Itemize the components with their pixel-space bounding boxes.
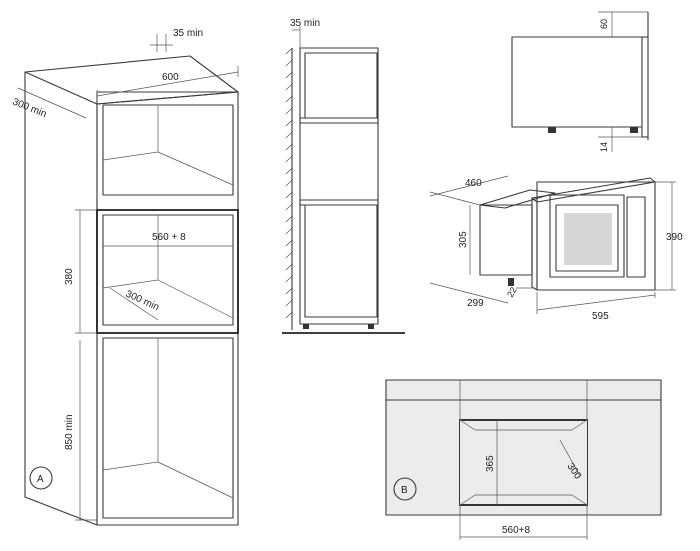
upper-compartment bbox=[102, 104, 234, 196]
label-opening-height: 380 bbox=[64, 268, 75, 285]
cabinet-front bbox=[96, 91, 239, 526]
label-oven-depth: 460 bbox=[465, 178, 482, 189]
label-width: 600 bbox=[162, 72, 179, 83]
marker-b-circle bbox=[393, 477, 417, 501]
niche-outer bbox=[385, 379, 662, 516]
marker-a-circle bbox=[29, 466, 53, 490]
oven-perspective-view: 460 305 390 299 22 595 bbox=[429, 175, 683, 322]
marker-b-label: B bbox=[401, 485, 408, 496]
label-bottom-gap: 14 bbox=[599, 142, 609, 152]
label-side-clearance: 35 min bbox=[290, 18, 320, 29]
label-opening-width: 560 + 8 bbox=[152, 232, 186, 243]
label-depth: 300 min bbox=[11, 97, 48, 121]
cabinet-view-a: 35 min 600 300 min 560 + 8 300 min 380 8… bbox=[11, 28, 239, 526]
side-section-view: 35 min bbox=[282, 18, 405, 334]
side-elevation-view: 60 14 bbox=[511, 11, 649, 152]
label-top-clearance: 35 min bbox=[173, 28, 203, 39]
cabinet-left-face bbox=[24, 72, 98, 526]
label-body-depth: 299 bbox=[467, 298, 484, 309]
label-oven-width: 595 bbox=[592, 311, 609, 322]
label-oven-height: 305 bbox=[458, 231, 469, 248]
cabinet-top-face bbox=[24, 55, 239, 105]
lower-compartment bbox=[102, 337, 234, 519]
label-frame-height: 390 bbox=[666, 232, 683, 243]
marker-a-label: A bbox=[37, 474, 44, 485]
label-base-height: 850 min bbox=[64, 414, 75, 450]
label-niche-width: 560+8 bbox=[502, 525, 531, 536]
label-top-gap: 60 bbox=[599, 19, 609, 29]
label-frame-offset: 22 bbox=[505, 285, 519, 299]
niche-view-b: 365 300 560+8 B bbox=[385, 379, 662, 540]
oven-opening bbox=[96, 209, 239, 334]
label-niche-height: 365 bbox=[485, 455, 496, 472]
